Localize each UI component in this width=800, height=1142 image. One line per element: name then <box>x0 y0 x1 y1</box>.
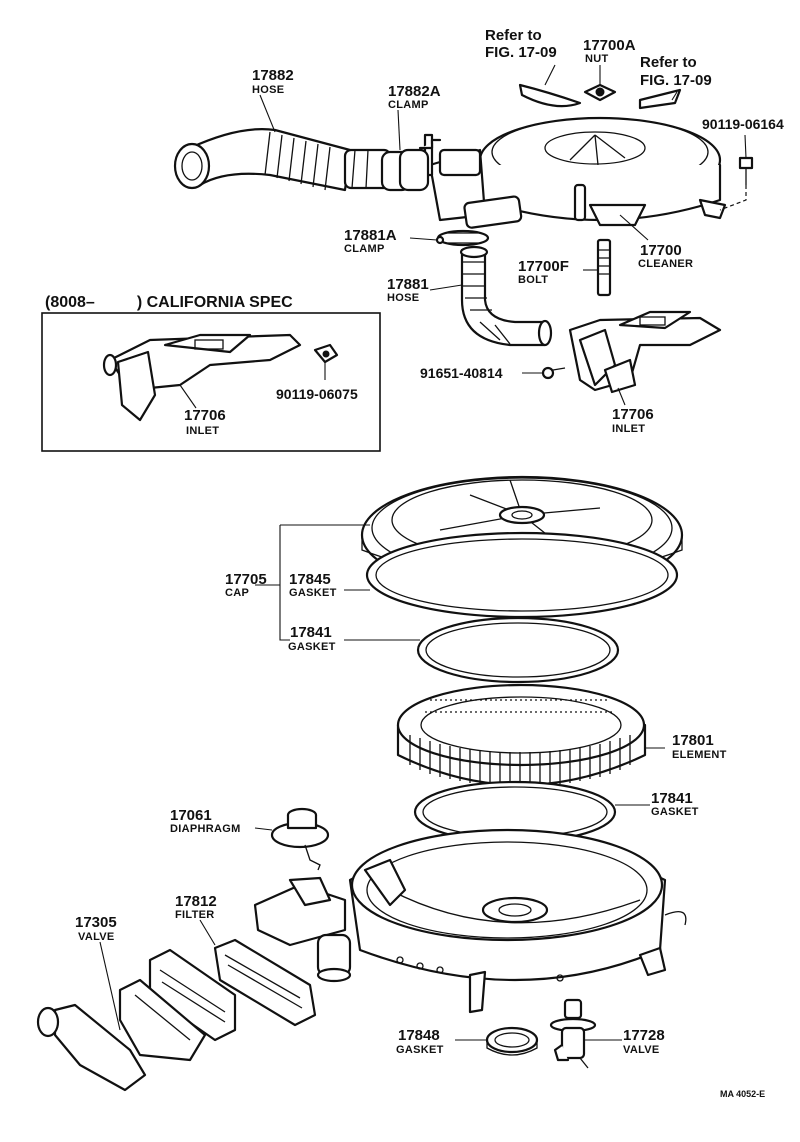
refer-parts-drawing <box>518 83 682 110</box>
part-number-17700f: 17700F <box>518 258 569 275</box>
part-number-17728: 17728 <box>623 1027 665 1044</box>
part-number-17845: 17845 <box>289 571 331 588</box>
bolt-17700f-drawing <box>596 238 612 297</box>
part-number-17841-bottom: 17841 <box>651 790 693 807</box>
hose-17882-drawing <box>173 128 392 192</box>
part-name-clamp: CLAMP <box>388 99 429 111</box>
part-name-diaphragm: DIAPHRAGM <box>170 823 241 835</box>
part-number-17801: 17801 <box>672 732 714 749</box>
part-name-clamp-17881a: CLAMP <box>344 243 385 255</box>
part-name-cap: CAP <box>225 587 249 599</box>
part-name-valve-17728: VALVE <box>623 1044 660 1056</box>
part-number-17706-main: 17706 <box>612 406 654 423</box>
part-number-90119-06075: 90119-06075 <box>276 386 358 402</box>
part-number-17305: 17305 <box>75 914 117 931</box>
part-name-valve-17305: VALVE <box>78 931 115 943</box>
california-spec-box <box>41 312 381 452</box>
clamp-17882a-drawing <box>380 138 442 192</box>
part-name-cleaner: CLEANER <box>638 258 693 270</box>
part-number-17882: 17882 <box>252 67 294 84</box>
cleaner-body-drawing <box>253 828 687 1014</box>
part-number-17061: 17061 <box>170 807 212 824</box>
part-number-17812: 17812 <box>175 893 217 910</box>
part-number-90119-06164: 90119-06164 <box>702 116 784 132</box>
valve-17728-drawing <box>549 998 597 1069</box>
part-name-inlet-cal: INLET <box>186 425 219 437</box>
drawing-code: MA 4052-E <box>720 1089 765 1099</box>
filter-17812-drawing <box>148 938 317 1042</box>
part-name-nut: NUT <box>585 53 609 65</box>
part-number-17706-cal: 17706 <box>184 407 226 424</box>
bolt-90119-06164-drawing <box>719 156 754 211</box>
element-17801-drawing <box>396 683 647 786</box>
part-name-hose: HOSE <box>252 84 284 96</box>
part-number-17705: 17705 <box>225 571 267 588</box>
part-name-hose-17881: HOSE <box>387 292 419 304</box>
refer-to-label-2: Refer to <box>640 54 697 71</box>
gasket-17841-top-drawing <box>416 616 620 684</box>
part-name-gasket-17841-bottom: GASKET <box>651 806 699 818</box>
clamp-17881a-drawing <box>435 229 490 247</box>
part-name-gasket-17848: GASKET <box>396 1044 444 1056</box>
hose-17881-drawing <box>459 245 553 347</box>
part-number-17700: 17700 <box>640 242 682 259</box>
gasket-17845-drawing <box>365 531 679 619</box>
part-name-bolt: BOLT <box>518 274 548 286</box>
cal-spec-header: (8008–) CALIFORNIA SPEC <box>45 294 293 311</box>
valve-17305-drawing <box>36 978 207 1092</box>
refer-to-fig-label-1: FIG. 17-09 <box>485 44 557 61</box>
part-number-91651-40814: 91651-40814 <box>420 365 503 381</box>
part-name-inlet-main: INLET <box>612 423 645 435</box>
inlet-17706-drawing <box>568 310 722 394</box>
screw-91651-40814-drawing <box>541 366 566 380</box>
air-cleaner-assembly-drawing <box>423 116 727 229</box>
part-name-gasket-17845: GASKET <box>289 587 337 599</box>
part-number-17882a: 17882A <box>388 83 441 100</box>
leader-lines <box>99 64 747 1041</box>
part-number-17881: 17881 <box>387 276 429 293</box>
part-number-17841-top: 17841 <box>290 624 332 641</box>
part-name-element: ELEMENT <box>672 749 727 761</box>
part-name-filter: FILTER <box>175 909 214 921</box>
gasket-17848-drawing <box>485 1026 539 1056</box>
refer-to-fig-label-2: FIG. 17-09 <box>640 72 712 89</box>
part-number-17700a: 17700A <box>583 37 636 54</box>
diaphragm-17061-drawing <box>270 807 330 871</box>
part-number-17881a: 17881A <box>344 227 397 244</box>
part-name-gasket-17841-top: GASKET <box>288 641 336 653</box>
part-number-17848: 17848 <box>398 1027 440 1044</box>
refer-to-label-1: Refer to <box>485 27 542 44</box>
